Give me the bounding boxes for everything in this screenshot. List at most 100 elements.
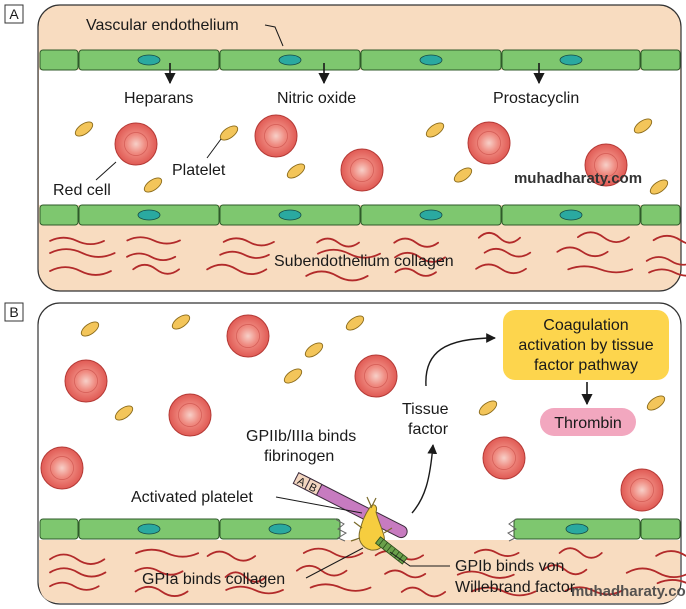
panel-a-platelets bbox=[74, 118, 669, 195]
collagen-fibre bbox=[49, 248, 116, 258]
red-cell-icon bbox=[226, 314, 270, 358]
panel-b-red-cells bbox=[40, 314, 664, 512]
panel-a-letter-box bbox=[4, 4, 24, 24]
platelet-icon bbox=[633, 118, 653, 134]
collagen-fibre bbox=[316, 237, 360, 248]
collagen-fibre bbox=[576, 231, 630, 244]
collagen-fibre bbox=[656, 579, 686, 585]
platelet-pseudopod bbox=[350, 496, 393, 542]
platelet-icon bbox=[143, 177, 163, 193]
watermark: muhadharaty.com bbox=[514, 170, 642, 187]
collagen-fibre bbox=[477, 231, 521, 244]
collagen-fibre bbox=[219, 250, 270, 259]
collagen-fibre bbox=[456, 570, 515, 579]
gpia-label: GPIa binds collagen bbox=[142, 571, 285, 588]
platelet-icon bbox=[345, 315, 365, 331]
red-cell-center bbox=[264, 124, 288, 148]
panel-a-collagen-fibres bbox=[49, 231, 686, 282]
collagen-fibre bbox=[309, 583, 372, 592]
platelet-icon bbox=[478, 400, 498, 416]
gpib-vwf-complex bbox=[374, 536, 408, 565]
gpiib-label-line1: GPIIb/IIIa binds bbox=[246, 428, 356, 445]
tissue-factor-label-line2: factor bbox=[408, 421, 449, 438]
collagen-fibre bbox=[49, 553, 106, 565]
platelet-leader bbox=[206, 138, 222, 159]
collagen-fibre bbox=[222, 237, 275, 247]
receptor-b-label: B bbox=[307, 481, 319, 495]
collagen-fibre bbox=[305, 270, 369, 282]
red-cell-center bbox=[236, 324, 260, 348]
wound-edge-left bbox=[334, 518, 348, 542]
red-cell-center bbox=[178, 403, 202, 427]
red-cell-icon bbox=[40, 446, 84, 490]
red-cell-icon bbox=[467, 121, 511, 165]
panel-a-top-endothelium bbox=[39, 49, 681, 71]
heparans-label: Heparans bbox=[124, 90, 193, 107]
red-cell-icon bbox=[584, 143, 628, 187]
gpiib-label-line2: fibrinogen bbox=[264, 448, 334, 465]
platelet-icon bbox=[453, 167, 473, 183]
platelet-icon bbox=[283, 368, 303, 384]
thrombin-label: Thrombin bbox=[554, 415, 622, 432]
collagen-fibre bbox=[206, 263, 268, 275]
collagen-fibre bbox=[556, 246, 609, 258]
nucleus-icon bbox=[559, 209, 583, 221]
nitric-oxide-label: Nitric oxide bbox=[277, 90, 356, 107]
endothelial-cell bbox=[640, 204, 681, 226]
panel-a-letter: A bbox=[9, 6, 19, 22]
gpia-leader bbox=[305, 547, 364, 579]
vascular-endothelium-label: Vascular endothelium bbox=[86, 17, 239, 34]
collagen-fibre bbox=[645, 256, 686, 266]
gpib-label-line1: GPIb binds von bbox=[455, 558, 564, 575]
collagen-fibre bbox=[652, 234, 686, 244]
collagen-fibre bbox=[394, 251, 446, 263]
endothelial-cell bbox=[39, 204, 79, 226]
collagen-fibre bbox=[400, 586, 447, 598]
subendothelium-collagen-label: Subendothelium collagen bbox=[274, 253, 454, 270]
collagen-fibre bbox=[475, 263, 527, 275]
collagen-fibre bbox=[567, 265, 634, 274]
platelet-icon bbox=[114, 405, 134, 421]
collagen-fibre bbox=[135, 548, 200, 558]
red-cell-center bbox=[477, 131, 501, 155]
collagen-fibre bbox=[625, 567, 686, 579]
nucleus-icon bbox=[419, 54, 443, 66]
collagen-fibre bbox=[393, 237, 440, 248]
coagulation-label-line1: Coagulation bbox=[543, 317, 628, 334]
nucleus-icon bbox=[137, 523, 161, 535]
collagen-fibre bbox=[470, 586, 537, 597]
red-cell-icon bbox=[354, 354, 398, 398]
collagen-fibre bbox=[474, 548, 520, 557]
platelet-icon bbox=[286, 163, 306, 179]
collagen-fibre bbox=[224, 571, 267, 583]
platelet-icon bbox=[304, 342, 324, 358]
red-cell-center bbox=[364, 364, 388, 388]
panel-b: A B Coagulation activation by tissue fac… bbox=[4, 302, 686, 605]
platelet-icon bbox=[425, 122, 445, 138]
collagen-fibre bbox=[49, 236, 105, 246]
gpib-label-line2: Willebrand factor bbox=[455, 579, 576, 596]
red-cell-icon bbox=[340, 148, 384, 192]
platelet-icon bbox=[74, 121, 94, 137]
nucleus-icon bbox=[278, 54, 302, 66]
endothelial-cell bbox=[39, 49, 79, 71]
vascular-endothelium-leader bbox=[264, 24, 284, 47]
coagulation-arrow bbox=[425, 333, 496, 387]
panel-b-platelets bbox=[80, 314, 666, 421]
nucleus-icon bbox=[278, 209, 302, 221]
watermark-bottom: muhadharaty.com bbox=[571, 583, 686, 600]
collagen-fibre bbox=[49, 581, 100, 591]
collagen-fibre bbox=[394, 267, 437, 277]
collagen-fibre bbox=[384, 569, 427, 579]
wound-edge-right bbox=[507, 518, 517, 542]
collagen-fibre bbox=[302, 547, 364, 559]
collagen-fibre bbox=[132, 263, 180, 275]
collagen-fibre bbox=[134, 585, 189, 597]
nucleus-icon bbox=[565, 523, 589, 535]
platelet-icon bbox=[171, 314, 191, 330]
red-cell-icon bbox=[254, 114, 298, 158]
panel-a-bottom-endothelium bbox=[39, 204, 681, 226]
endothelial-cell bbox=[39, 518, 79, 540]
endothelial-cell bbox=[640, 518, 681, 540]
